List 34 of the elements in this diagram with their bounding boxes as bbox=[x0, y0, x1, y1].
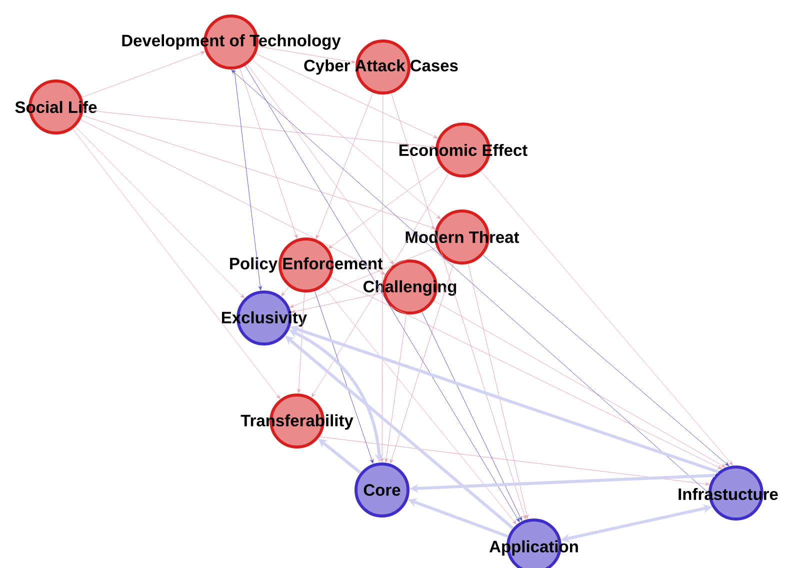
arrow bbox=[80, 119, 386, 274]
arrow bbox=[246, 64, 394, 264]
arrow bbox=[480, 170, 733, 466]
arrow bbox=[316, 92, 374, 239]
arrow bbox=[83, 110, 436, 148]
arrow bbox=[252, 60, 441, 220]
arrow bbox=[328, 166, 442, 249]
arrow bbox=[434, 300, 726, 468]
arrow bbox=[468, 264, 528, 519]
arrow bbox=[75, 126, 244, 298]
arrow bbox=[231, 70, 709, 494]
arrow bbox=[82, 51, 205, 98]
arrow bbox=[240, 68, 298, 239]
arrow bbox=[244, 65, 520, 522]
arrow bbox=[291, 292, 384, 314]
arrow bbox=[311, 173, 449, 398]
arrow bbox=[82, 115, 436, 229]
arrow bbox=[323, 286, 516, 524]
arrow bbox=[314, 290, 374, 464]
arrow bbox=[380, 94, 384, 462]
arrow bbox=[297, 292, 305, 394]
arrow bbox=[330, 276, 722, 470]
arrow bbox=[422, 312, 522, 521]
arrow bbox=[482, 254, 730, 466]
arrow bbox=[319, 436, 710, 486]
arrow bbox=[290, 247, 437, 308]
arrow bbox=[391, 92, 526, 520]
arrow bbox=[256, 53, 438, 138]
arrow bbox=[281, 286, 290, 296]
arrow bbox=[258, 46, 356, 64]
arrow bbox=[390, 262, 454, 464]
arrow bbox=[72, 128, 280, 399]
arrow bbox=[234, 69, 262, 290]
arrow bbox=[384, 314, 406, 462]
